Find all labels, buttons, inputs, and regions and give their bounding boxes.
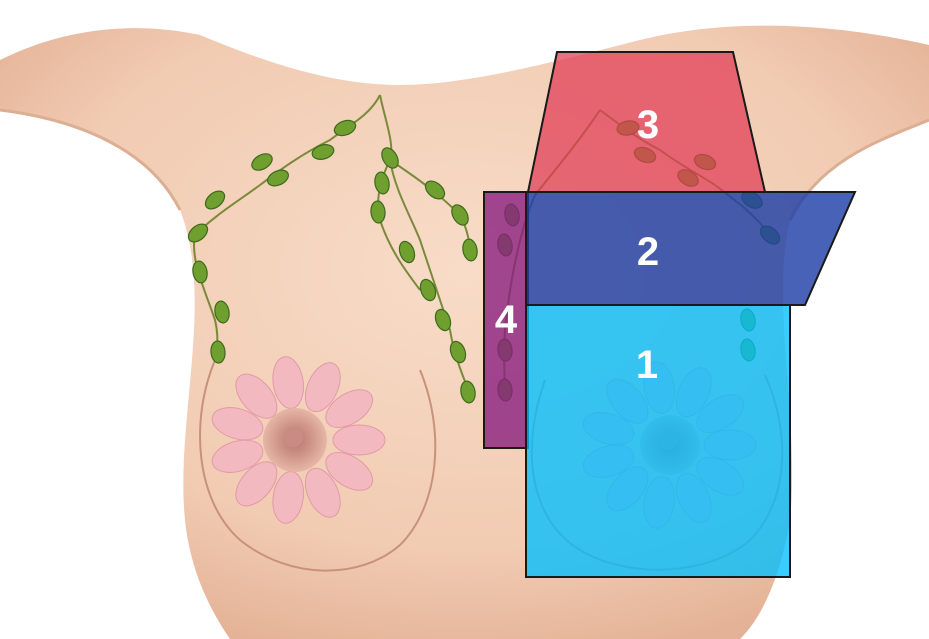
zone-3-label: 3 (637, 103, 659, 147)
mammary-lobe (333, 425, 385, 455)
zone-1-label: 1 (636, 343, 658, 387)
zone-2-label: 2 (637, 230, 659, 274)
zone-4-label: 4 (495, 298, 518, 342)
left-nipple (283, 427, 303, 447)
zone-2-area (526, 192, 855, 305)
